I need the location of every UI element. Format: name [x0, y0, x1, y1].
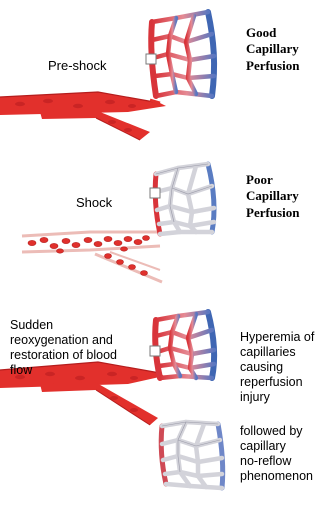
preshock-capillary-bed: [146, 12, 214, 96]
preshock-artery: [0, 92, 166, 140]
shock-artery: [22, 232, 162, 282]
no-reflow-capillary-bed: [161, 422, 223, 488]
hyperemia-line: reperfusion: [240, 375, 314, 390]
shock-capillary-bed: [150, 164, 214, 234]
preshock-label: Pre-shock: [48, 58, 107, 74]
no-reflow-line: phenomenon: [240, 469, 313, 484]
hyperemia-line: Hyperemia of: [240, 330, 314, 345]
hyperemia-line: capillaries: [240, 345, 314, 360]
shock-label: Shock: [76, 195, 112, 211]
no-reflow-label: followed by capillary no-reflow phenomen…: [240, 424, 313, 484]
no-reflow-line: capillary: [240, 439, 313, 454]
reoxygenation-line: Sudden: [10, 318, 117, 333]
hyperemia-line: injury: [240, 390, 314, 405]
reoxygenation-line: reoxygenation and: [10, 333, 117, 348]
hyperemia-line: causing: [240, 360, 314, 375]
good-perfusion-line: Perfusion: [246, 58, 299, 74]
reoxygenation-line: restoration of blood: [10, 348, 117, 363]
poor-perfusion-line: Perfusion: [246, 205, 299, 221]
poor-perfusion-line: Capillary: [246, 188, 299, 204]
no-reflow-line: followed by: [240, 424, 313, 439]
poor-perfusion-label: Poor Capillary Perfusion: [246, 172, 299, 221]
good-perfusion-line: Capillary: [246, 41, 299, 57]
good-perfusion-line: Good: [246, 25, 299, 41]
reoxygenation-line: flow: [10, 363, 117, 378]
no-reflow-line: no-reflow: [240, 454, 313, 469]
poor-perfusion-line: Poor: [246, 172, 299, 188]
hyperemia-capillary-bed: [150, 312, 214, 378]
good-perfusion-label: Good Capillary Perfusion: [246, 25, 299, 74]
reoxygenation-label: Sudden reoxygenation and restoration of …: [10, 318, 117, 378]
hyperemia-label: Hyperemia of capillaries causing reperfu…: [240, 330, 314, 405]
